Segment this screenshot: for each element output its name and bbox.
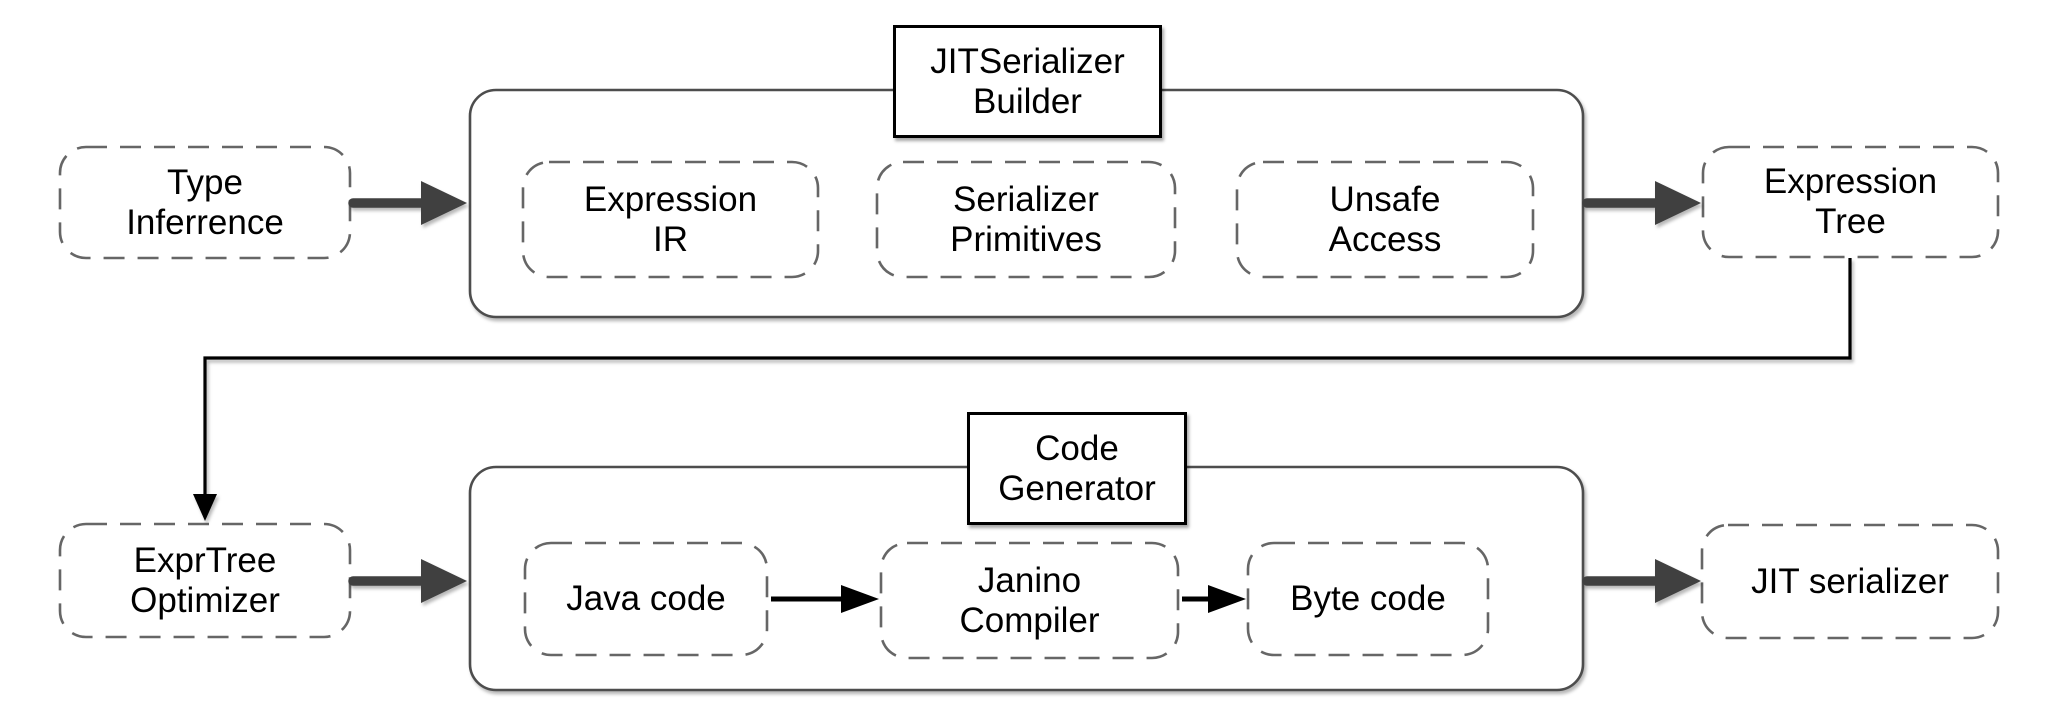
arrow-head-right-icon: [1655, 559, 1701, 603]
arrow-head-right-icon: [421, 181, 467, 225]
connector-expression-tree-to-optimizer: [193, 258, 1852, 521]
jitserializer-builder-title: JITSerializer Builder: [893, 25, 1162, 138]
thick-flow-arrows: [348, 181, 1701, 603]
arrow-builder-to-expression-tree: [1582, 181, 1701, 225]
expression-tree-box: [1701, 145, 2000, 259]
arrow-java-code-to-janino: [771, 585, 879, 613]
java-code-box: [523, 541, 769, 657]
arrow-type-inferrence-to-builder: [348, 181, 467, 225]
group-containers: [468, 88, 1585, 692]
jit-serializer-box: [1700, 523, 2000, 640]
connector-arrowhead-down-icon: [193, 494, 217, 521]
arrow-code-generator-to-jit-serializer: [1582, 559, 1701, 603]
byte-code-box: [1246, 541, 1490, 657]
jitserializer-builder-title-text: JITSerializer Builder: [930, 41, 1125, 121]
type-inferrence-box: [58, 145, 352, 260]
exprtree-optimizer-box: [58, 522, 352, 639]
code-generator-title-text: Code Generator: [998, 428, 1156, 508]
expression-ir-box: [521, 160, 820, 279]
arrow-janino-to-byte-code: [1182, 585, 1246, 613]
arrow-head-right-icon: [841, 585, 879, 613]
serializer-primitives-box: [875, 160, 1177, 279]
unsafe-access-box: [1235, 160, 1535, 279]
janino-compiler-box: [879, 541, 1180, 660]
arrow-head-right-icon: [1208, 585, 1246, 613]
arrow-head-right-icon: [421, 559, 467, 603]
thin-flow-arrows: [771, 585, 1246, 613]
code-generator-title: Code Generator: [967, 412, 1187, 525]
arrow-optimizer-to-code-generator: [348, 559, 467, 603]
connector-elbow-line: [203, 258, 1852, 498]
arrow-head-right-icon: [1655, 181, 1701, 225]
